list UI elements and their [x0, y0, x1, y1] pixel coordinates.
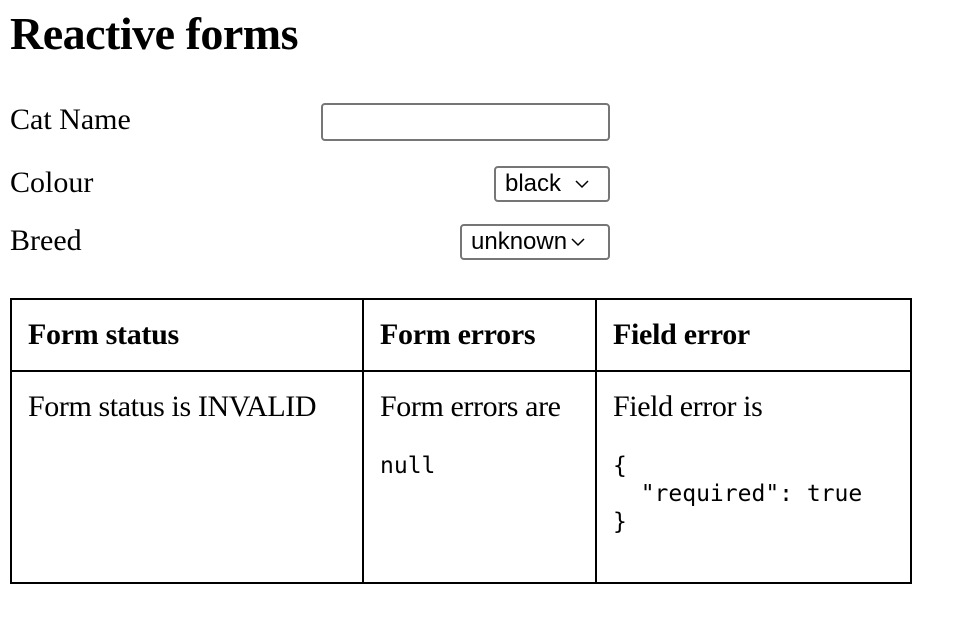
- form-errors-value: null: [380, 453, 436, 479]
- field-error-value: { "required": true }: [613, 453, 863, 535]
- chevron-down-icon: [575, 180, 589, 189]
- colour-select-value: black: [505, 170, 562, 197]
- field-error-text: Field error is: [613, 390, 763, 423]
- form-errors-text: Form errors are: [380, 390, 561, 423]
- form-errors-cell: Form errors are null: [362, 370, 597, 584]
- table-header-row: Form status Form errors Field error: [10, 298, 912, 372]
- chevron-down-icon: [571, 238, 585, 247]
- colour-label: Colour: [10, 166, 94, 199]
- colour-row: Colour black: [10, 166, 610, 208]
- page-title: Reactive forms: [10, 8, 299, 59]
- cat-name-label: Cat Name: [10, 103, 131, 136]
- form-status-table: Form status Form errors Field error Form…: [10, 298, 912, 584]
- breed-label: Breed: [10, 224, 82, 257]
- colour-select[interactable]: black: [494, 166, 610, 202]
- header-field-error: Field error: [595, 298, 912, 372]
- cat-name-row: Cat Name: [10, 103, 610, 145]
- breed-row: Breed unknown: [10, 224, 610, 266]
- field-error-cell: Field error is { "required": true }: [595, 370, 912, 584]
- form-status-cell: Form status is INVALID: [10, 370, 364, 584]
- header-form-status: Form status: [10, 298, 364, 372]
- breed-select-value: unknown: [471, 228, 568, 255]
- header-form-errors: Form errors: [362, 298, 597, 372]
- breed-select[interactable]: unknown: [460, 224, 610, 260]
- cat-name-input[interactable]: [321, 103, 610, 141]
- table-row: Form status is INVALID Form errors are n…: [10, 370, 912, 584]
- form-status-text: Form status is INVALID: [28, 390, 317, 423]
